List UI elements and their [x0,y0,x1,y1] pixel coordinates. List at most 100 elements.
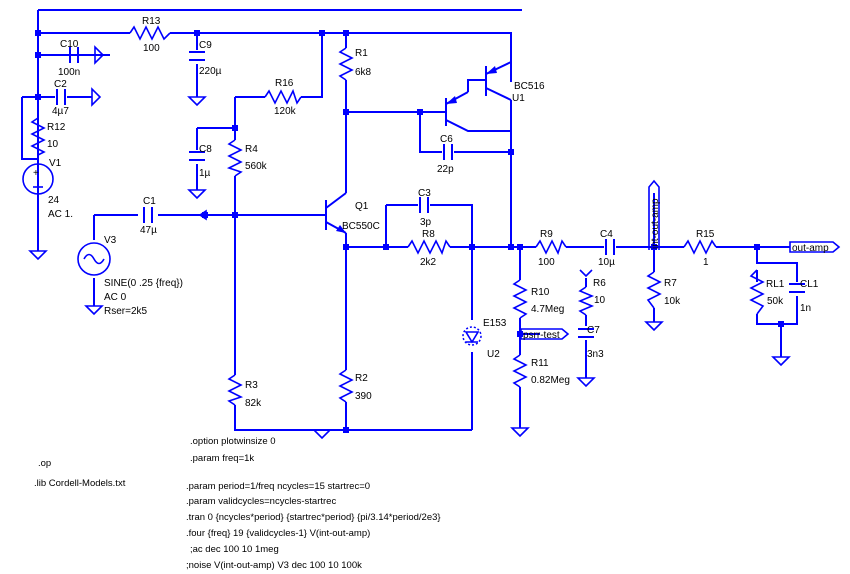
ground-icon [644,321,664,332]
spice-directives: .op .lib Cordell-Models.txt .option plot… [34,436,441,571]
CL1-value: 1n [800,303,811,314]
net-label-int-out-amp: int-out-amp [648,179,661,250]
V1-value: 24 [48,195,60,206]
capacitor-C9: C9 220µ [189,40,222,77]
R9-value: 100 [538,257,555,268]
C4-value: 10µ [598,257,615,268]
R4-ref: R4 [245,144,258,155]
R12-value: 10 [47,139,59,150]
directive-param-freq: .param freq=1k [190,453,254,464]
Q1-model: BC550C [342,221,380,232]
U2-ref: U2 [487,349,500,360]
ground-icon [28,250,48,261]
resistor-R16: R16 120k [264,78,302,117]
CL1-ref: CL1 [800,279,819,290]
R10-value: 4.7Meg [531,304,564,315]
out-amp-text: out-amp [792,243,829,254]
arrow-icon [579,269,593,278]
resistor-R7: R7 10k [646,271,681,309]
resistor-R11: R11 0.82Meg [512,354,570,388]
wires [21,9,798,431]
directive-param-valid: .param validcycles=ncycles-startrec [186,496,336,507]
resistor-R10: R10 4.7Meg [512,279,564,319]
ground-icon [187,189,207,200]
Q1-ref: Q1 [355,201,369,212]
V3-line3: Rser=2k5 [104,306,148,317]
directive-four: .four {freq} 19 {validcycles-1} V(int-ou… [186,528,370,539]
C2-value: 4µ7 [52,106,69,117]
C10-value: 100n [58,67,80,78]
resistor-R3: R3 82k [227,374,262,409]
C8-value: 1µ [199,168,211,179]
resistor-R13: R13 100 [129,16,171,54]
C6-ref: C6 [440,134,453,145]
C8-ref: C8 [199,144,212,155]
resistor-R9: R9 100 [535,229,567,268]
R15-ref: R15 [696,229,715,240]
C3-ref: C3 [418,188,431,199]
arrow-icon [198,209,207,221]
capacitor-C6: C6 22p [437,134,454,175]
R13-value: 100 [143,43,160,54]
V1-extra: AC 1. [48,209,73,220]
V3-ref: V3 [104,235,117,246]
directive-noise: ;noise V(int-out-amp) V3 dec 100 10 100k [186,560,362,571]
directive-tran: .tran 0 {ncycles*period} {startrec*perio… [186,512,441,523]
directive-param-period: .param period=1/freq ncycles=15 startrec… [186,481,370,492]
ground-icon [510,427,530,438]
ground-icon [187,96,207,107]
capacitor-C2: C2 4µ7 [52,79,69,117]
net-label-out-amp: out-amp [789,241,841,254]
R16-ref: R16 [275,78,294,89]
C9-value: 220µ [199,66,222,77]
C9-ref: C9 [199,40,212,51]
directive-option: .option plotwinsize 0 [190,436,276,447]
C7-ref: C7 [587,325,600,336]
capacitor-C8: C8 1µ [189,144,212,179]
C4-ref: C4 [600,229,613,240]
R3-value: 82k [245,398,262,409]
directive-lib: .lib Cordell-Models.txt [34,478,126,489]
V1-ref: V1 [49,158,62,169]
U1-model: BC516 [514,81,545,92]
resistor-R6: R6 10 [577,278,606,316]
psrr-test-text: psrr-test [523,330,560,341]
R10-ref: R10 [531,287,550,298]
V3-line1: SINE(0 .25 {freq}) [104,278,183,289]
svg-text:+: + [33,168,39,179]
resistor-R4: R4 560k [226,139,268,177]
C2-ref: C2 [54,79,67,90]
R1-ref: R1 [355,48,368,59]
ground-icon [771,356,791,367]
net-label-psrr-test: psrr-test [520,328,570,341]
R7-value: 10k [664,296,681,307]
U1-ref: U1 [512,93,525,104]
transistor-Q1: Q1 BC550C [320,192,380,234]
R1-value: 6k8 [355,67,372,78]
R8-ref: R8 [422,229,435,240]
capacitor-C10: C10 100n [55,39,95,78]
resistor-R2: R2 390 [338,369,372,403]
R13-ref: R13 [142,16,161,27]
directive-op: .op [38,458,51,469]
capacitor-C7: C7 3n3 [578,325,604,360]
ground-icon [94,45,105,65]
capacitor-C3: C3 3p [418,188,432,228]
ground-icon [84,305,104,316]
resistor-R12: R12 10 [30,117,66,156]
R16-value: 120k [274,106,297,117]
R3-ref: R3 [245,380,258,391]
transistor-U1: BC516 U1 [432,33,545,132]
ground-symbols [28,45,791,440]
R7-ref: R7 [664,278,677,289]
R15-value: 1 [703,257,709,268]
V3-line2: AC 0 [104,292,127,303]
directive-ac: ;ac dec 100 10 1meg [190,544,279,555]
ground-icon [91,87,102,107]
R6-ref: R6 [593,278,606,289]
resistor-RL1: RL1 50k [749,269,785,315]
current-source-U2: E153 U2 [462,318,507,360]
C7-value: 3n3 [587,349,604,360]
RL1-ref: RL1 [766,279,785,290]
